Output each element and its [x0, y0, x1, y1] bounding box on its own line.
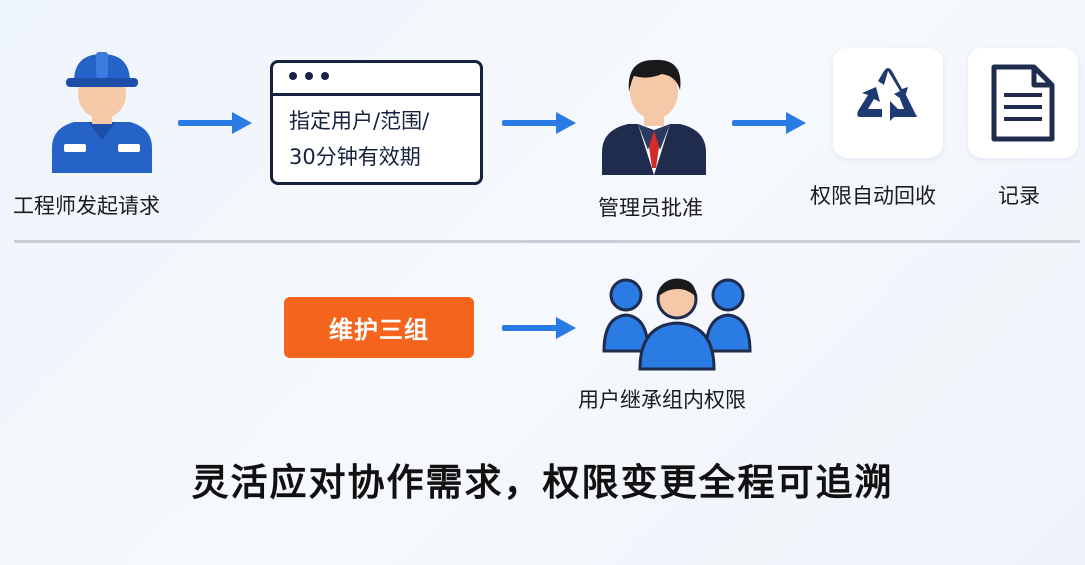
browser-window-icon — [273, 63, 480, 96]
admin-label: 管理员批准 — [598, 196, 703, 220]
recycle-icon — [857, 68, 918, 121]
record-tile — [968, 48, 1078, 158]
record-label: 记录 — [998, 184, 1040, 208]
engineer-icon — [52, 52, 152, 173]
group-arrow — [502, 317, 576, 339]
group-users-icon — [602, 278, 752, 371]
inherit-label: 用户继承组内权限 — [578, 388, 746, 412]
maintenance-group-button[interactable]: 维护三组 — [284, 297, 474, 358]
revoke-label: 权限自动回收 — [810, 184, 936, 208]
admin-icon — [602, 59, 706, 175]
flow-arrow-2 — [502, 112, 576, 134]
request-window: 指定用户/范围/ 30分钟有效期 — [270, 60, 483, 185]
flow-arrow-1 — [178, 112, 252, 134]
flow-arrow-3 — [732, 112, 806, 134]
request-duration-text: 30分钟有效期 — [289, 145, 421, 169]
recycle-tile — [833, 48, 943, 158]
section-divider — [14, 240, 1080, 243]
request-scope-text: 指定用户/范围/ — [289, 109, 430, 133]
document-icon — [991, 64, 1055, 142]
slogan-text: 灵活应对协作需求，权限变更全程可追溯 — [191, 461, 894, 504]
engineer-label: 工程师发起请求 — [13, 194, 160, 218]
